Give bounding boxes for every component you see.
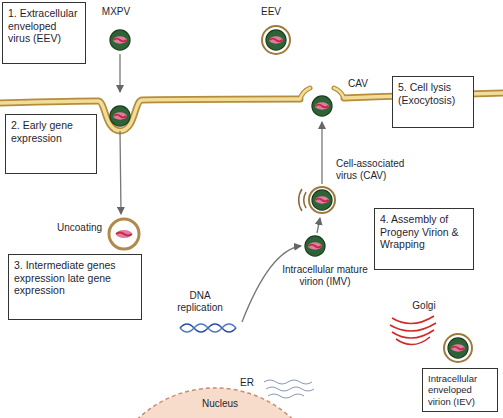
golgi-stack	[390, 316, 436, 345]
annotation-label: EEV	[256, 6, 286, 18]
uncoating-vesicle	[109, 219, 139, 249]
eev-virion	[266, 30, 286, 50]
dna-strand	[180, 324, 236, 332]
step-box: 4. Assembly of Progeny Virion & Wrapping	[374, 208, 474, 270]
golgi-cisterna	[392, 316, 434, 324]
step-text: 3. Intermediate genes expression late ge…	[14, 259, 136, 297]
annotation-label: Nucleus	[190, 398, 250, 410]
step-text: Intracellular enveloped virion (IEV)	[428, 373, 492, 407]
exit-arrow	[321, 122, 322, 184]
virion-envelope	[309, 187, 335, 213]
iev-virion	[448, 338, 468, 358]
imv-virion	[305, 236, 325, 256]
annotation-label: ER	[240, 377, 260, 389]
annotation-label: Cell-associated virus (CAV)	[336, 158, 420, 182]
annotation-label: CAV	[348, 78, 376, 90]
membrane-bud	[334, 88, 344, 98]
er-membrane	[264, 380, 314, 398]
dna-helix	[180, 324, 236, 332]
wrapping-arc	[299, 189, 302, 211]
step-text: 2. Early gene expression	[11, 119, 91, 144]
released-genome	[116, 233, 132, 236]
flow-arrows	[120, 54, 322, 322]
entering-virion	[110, 106, 130, 126]
annotation-label: MXPV	[96, 6, 136, 18]
membrane-bud	[300, 88, 310, 99]
dna-strand	[180, 324, 236, 332]
wrapped-virion	[312, 190, 332, 210]
step-text: 4. Assembly of Progeny Virion & Wrapping	[380, 213, 468, 251]
annotation-label: Intracellular mature virion (IMV)	[282, 264, 368, 288]
membrane-core	[334, 88, 344, 98]
virion-envelope	[262, 26, 290, 54]
mpxv-virion	[110, 30, 130, 50]
er-fold	[264, 380, 312, 384]
step-text: 1. Extracellular enveloped virus (EEV)	[8, 7, 80, 45]
uncoating-arrow	[120, 131, 121, 214]
annotation-label: DNA replication	[168, 290, 232, 314]
er-fold	[268, 394, 304, 398]
membrane-core	[300, 88, 310, 99]
virion-envelope	[444, 334, 472, 362]
wrapping-arrow	[317, 218, 320, 233]
step-box: Intracellular enveloped virion (IEV)	[422, 368, 498, 412]
golgi-cisterna	[390, 323, 436, 331]
er-fold	[266, 387, 314, 391]
released-core	[116, 230, 132, 238]
wrapping-arc	[304, 192, 306, 208]
nucleus-outline	[103, 388, 327, 418]
entry-arrow	[119, 54, 120, 92]
step-box: 2. Early gene expression	[5, 114, 97, 174]
annotation-label: Uncoating	[50, 222, 102, 234]
step-box: 5. Cell lysis (Exocytosis)	[392, 76, 474, 128]
step-text: 5. Cell lysis (Exocytosis)	[398, 81, 468, 106]
golgi-cisterna	[392, 330, 434, 338]
golgi-cisterna	[396, 337, 430, 345]
cav-virion	[312, 96, 332, 116]
step-box: 1. Extracellular enveloped virus (EEV)	[2, 2, 86, 64]
annotation-label: Golgi	[406, 300, 442, 312]
assembly-arrow	[242, 246, 301, 322]
step-box: 3. Intermediate genes expression late ge…	[8, 254, 142, 320]
